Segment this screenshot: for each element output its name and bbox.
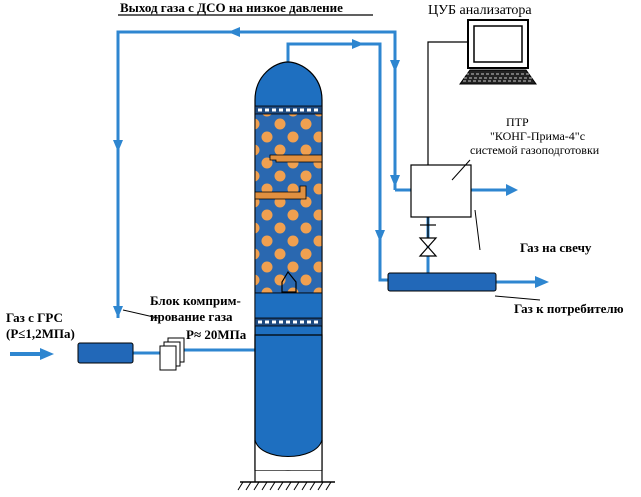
label-compressor-2: ирование газа — [150, 309, 233, 324]
label-analyzer-1: ПТР — [506, 115, 529, 129]
arrow-right-inlet — [40, 348, 54, 360]
analyzer-box — [410, 164, 472, 218]
label-gas-from-grs-2: (Р≤1,2МПа) — [6, 326, 75, 341]
arrow-right-top — [352, 39, 364, 49]
label-analyzer-3: системой газоподготовки — [470, 143, 600, 157]
flare-leader — [474, 209, 481, 251]
separator-vessel — [237, 61, 335, 491]
packing-bed — [254, 112, 323, 294]
arrow-down-inlet — [113, 306, 123, 318]
computer-icon — [459, 19, 537, 85]
data-cable — [427, 41, 468, 165]
consumer-header-pipe — [387, 272, 497, 292]
label-compressor-1: Блок комприм- — [150, 293, 241, 308]
consumer-leader — [494, 295, 541, 301]
label-control-unit: ЦУБ анализатора — [428, 3, 532, 18]
arrow-left-top — [228, 27, 240, 37]
arrow-right-flare — [506, 184, 518, 196]
compressor-block — [159, 337, 185, 371]
analyzer-leader-line — [451, 159, 471, 181]
label-gas-to-consumer: Газ к потребителю — [514, 301, 624, 316]
compressor-leader — [122, 309, 159, 319]
flow-arrows — [10, 27, 549, 360]
inlet-pipe-segment — [77, 342, 134, 364]
label-gas-to-flare: Газ на свечу — [520, 240, 592, 255]
inlet-stub — [10, 352, 42, 356]
label-pressure: Р≈ 20МПа — [186, 327, 247, 342]
label-gas-from-grs-1: Газ с ГРС — [6, 310, 63, 325]
valve-icon — [418, 217, 438, 257]
arrow-down-outlet — [375, 230, 385, 242]
vessel-top-outlet-pipe — [286, 42, 400, 282]
label-gas-outlet-low-pressure: Выход газа с ДСО на низкое давление — [120, 0, 343, 15]
arrow-down-return — [113, 140, 123, 152]
arrow-down-analyzer — [390, 175, 400, 187]
label-analyzer-2: "КОНГ-Прима-4"с — [490, 129, 585, 143]
arrow-down-right — [390, 60, 400, 72]
arrow-right-consumer — [535, 276, 549, 288]
low-pressure-return-pipe — [116, 30, 397, 318]
